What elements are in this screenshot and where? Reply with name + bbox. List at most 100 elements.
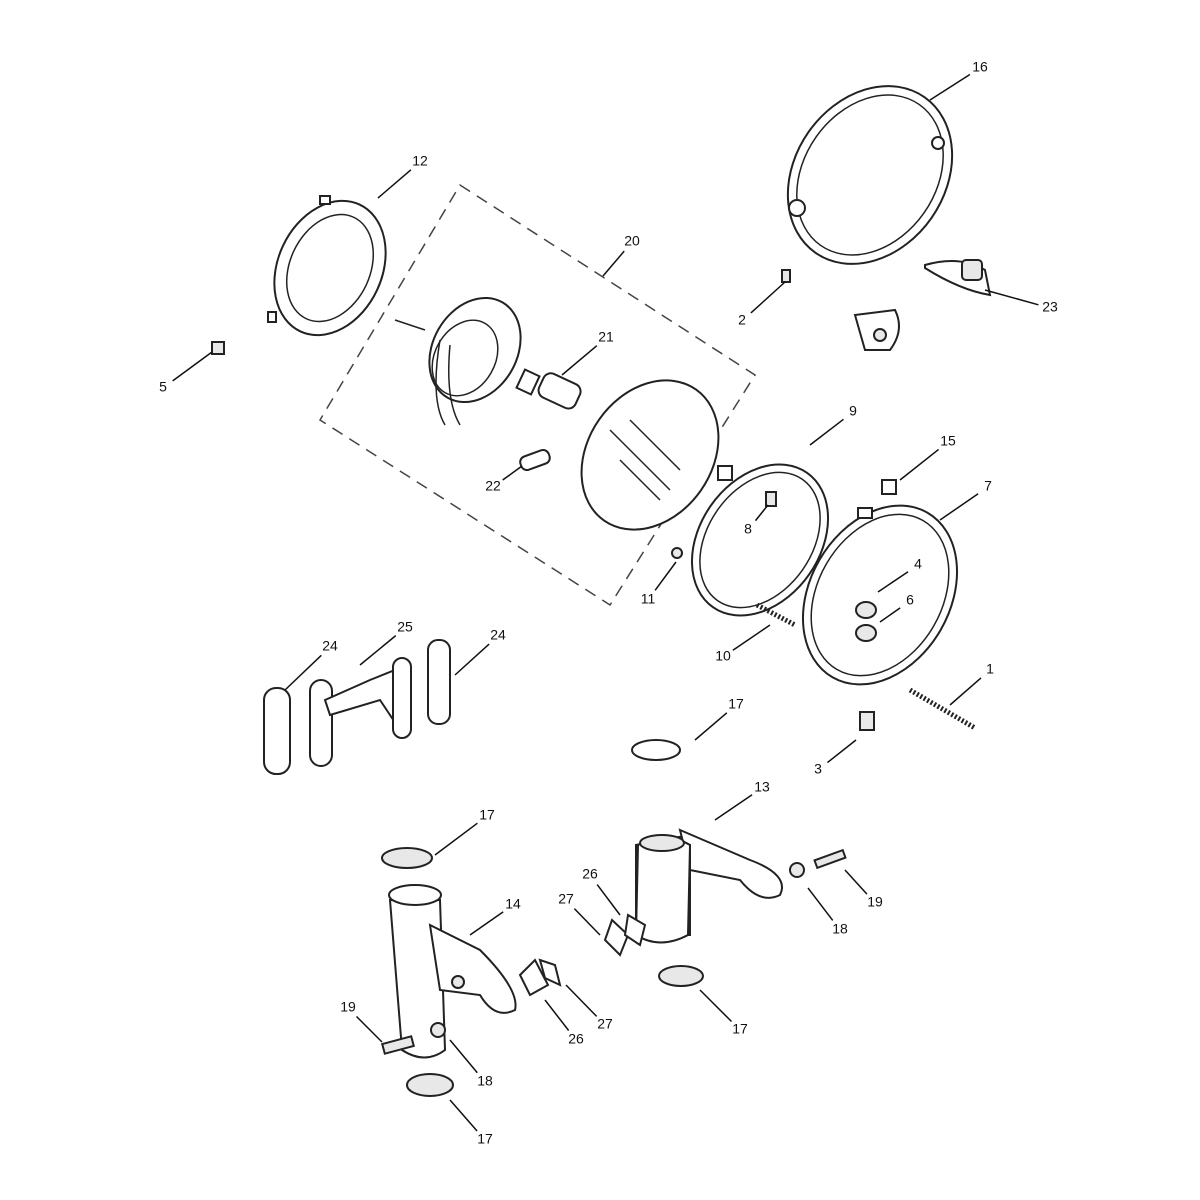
callout-label: 23 (1042, 299, 1058, 315)
callout-label: 17 (479, 807, 495, 823)
right-headlight-bracket (631, 739, 783, 944)
leader-line (754, 504, 769, 522)
washer (855, 624, 877, 642)
leader-line (596, 884, 621, 916)
square-nut (881, 479, 897, 495)
tab-washer (538, 958, 562, 987)
leader-line (565, 984, 598, 1017)
callout-label: 2 (738, 312, 746, 328)
callout-label: 13 (754, 779, 770, 795)
headlight-lens (580, 379, 720, 531)
callout-label: 20 (624, 233, 640, 249)
pilot-bulb (519, 448, 551, 472)
callout-label: 27 (597, 1016, 613, 1032)
pivot-pin (859, 711, 875, 731)
leader-line (699, 989, 733, 1023)
rubber-pad (309, 679, 333, 767)
headlight-bulb (515, 368, 582, 410)
grommet (381, 847, 433, 869)
callout-label: 24 (490, 627, 506, 643)
callout-label: 7 (984, 478, 992, 494)
mounting-ring (690, 463, 830, 617)
callout-label: 17 (477, 1131, 493, 1147)
callout-label: 8 (744, 521, 752, 537)
leader-line (544, 999, 570, 1031)
leader-line (844, 869, 868, 895)
callout-label: 26 (568, 1031, 584, 1047)
callout-label: 4 (914, 556, 922, 572)
nut (671, 547, 683, 559)
leader-line (694, 712, 728, 741)
tab-plate (518, 958, 550, 997)
callout-label: 22 (485, 478, 501, 494)
leader-line (939, 493, 979, 521)
callout-label: 10 (715, 648, 731, 664)
leader-line (949, 677, 982, 706)
tab-washer (603, 918, 630, 957)
headlight-shell (786, 85, 954, 265)
leader-line (284, 654, 322, 691)
leader-line (877, 571, 909, 593)
callout-label: 6 (906, 592, 914, 608)
leader-line (359, 635, 397, 666)
leader-line (984, 289, 1039, 306)
callout-label: 19 (867, 894, 883, 910)
grommet (406, 1073, 454, 1097)
washer (430, 1022, 446, 1038)
leader-line (434, 822, 478, 856)
leader-line (172, 351, 213, 382)
leader-line (454, 643, 490, 676)
spring (755, 602, 797, 628)
reflector-housing (394, 296, 522, 426)
adjuster-screw (765, 491, 777, 507)
callout-label: 3 (814, 761, 822, 777)
leader-line (561, 345, 598, 376)
headlight-body (801, 504, 959, 686)
left-headlight-bracket (388, 884, 517, 1059)
rubber-pad (263, 687, 291, 775)
leader-line (899, 448, 940, 481)
bolt (813, 848, 847, 870)
callout-label: 17 (732, 1021, 748, 1037)
callout-label: 18 (832, 921, 848, 937)
grommet (658, 965, 704, 987)
callout-label: 5 (159, 379, 167, 395)
mounting-pads (853, 259, 992, 351)
callout-label: 27 (558, 891, 574, 907)
callout-label: 19 (340, 999, 356, 1015)
leader-line (826, 739, 857, 764)
callout-label: 9 (849, 403, 857, 419)
leader-line (449, 1039, 478, 1074)
callout-label: 12 (412, 153, 428, 169)
leader-line (807, 887, 834, 921)
leader-line (714, 794, 753, 821)
leader-line (879, 607, 901, 623)
callout-label: 21 (598, 329, 614, 345)
leader-line (602, 250, 625, 277)
callout-label: 11 (641, 591, 656, 607)
callout-label: 1 (986, 661, 994, 677)
leader-line (929, 73, 971, 101)
leader-line (469, 911, 504, 936)
washer (789, 862, 805, 878)
leader-line (654, 561, 677, 591)
screw (781, 269, 791, 283)
leader-line (502, 465, 523, 481)
leader-line (750, 281, 786, 314)
callout-label: 24 (322, 638, 338, 654)
bracket (323, 666, 401, 734)
tab-plate (623, 913, 647, 947)
headlight-rim (267, 195, 387, 337)
leader-line (449, 1099, 478, 1132)
leader-line (377, 169, 412, 199)
callout-label: 16 (972, 59, 988, 75)
callout-label: 14 (505, 896, 521, 912)
bracket-arm (392, 657, 412, 739)
nut (855, 601, 877, 619)
callout-label: 25 (397, 619, 413, 635)
bolt (908, 687, 977, 731)
headlight-unit-group-outline (318, 183, 757, 607)
leader-line (809, 418, 844, 446)
